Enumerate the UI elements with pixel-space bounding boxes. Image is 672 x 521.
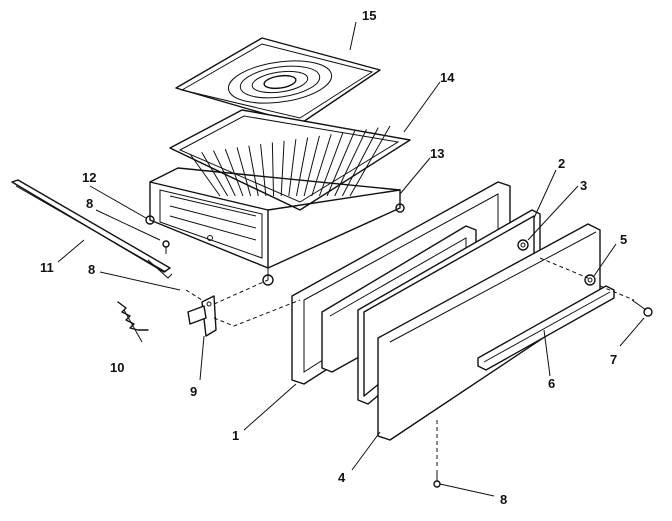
grid-bar bbox=[201, 152, 229, 197]
grid-bar bbox=[349, 125, 391, 197]
part-15-pan bbox=[175, 37, 381, 125]
part-13-drawer-box bbox=[145, 167, 405, 286]
callout-6: 6 bbox=[548, 376, 555, 391]
part-3-screw bbox=[517, 239, 529, 251]
grid-bar bbox=[288, 139, 297, 197]
grid-bar bbox=[295, 137, 309, 197]
callout-9: 9 bbox=[190, 384, 197, 399]
grid-bar bbox=[248, 145, 259, 197]
grid-bar bbox=[224, 148, 244, 197]
leader-lines bbox=[57, 21, 645, 497]
grid-bar bbox=[334, 129, 367, 197]
part-11-rail bbox=[11, 179, 173, 279]
part-8-screw-b bbox=[433, 470, 441, 488]
alignment-lines bbox=[185, 257, 635, 468]
grid-bar bbox=[311, 134, 332, 197]
grid-bar bbox=[271, 142, 275, 197]
callout-5: 5 bbox=[620, 232, 627, 247]
part-5-screw bbox=[584, 274, 596, 286]
callout-15: 15 bbox=[362, 8, 376, 23]
grid-bar bbox=[303, 135, 320, 197]
callout-10: 10 bbox=[110, 360, 124, 375]
callout-8a: 8 bbox=[86, 196, 93, 211]
callout-7: 7 bbox=[610, 352, 617, 367]
grid-bar bbox=[213, 150, 236, 197]
callout-8b: 8 bbox=[88, 262, 95, 277]
callout-8c: 8 bbox=[500, 492, 507, 507]
callout-2: 2 bbox=[558, 156, 565, 171]
part-6-handle bbox=[477, 285, 615, 371]
part-7-screw bbox=[631, 299, 653, 317]
callout-12: 12 bbox=[82, 170, 96, 185]
grid-bar bbox=[280, 140, 285, 197]
grid-bar bbox=[318, 132, 344, 197]
grid-bar bbox=[260, 144, 267, 197]
callout-14: 14 bbox=[440, 70, 455, 85]
grid-bar bbox=[189, 153, 221, 197]
grid-bar bbox=[236, 147, 252, 197]
callout-3: 3 bbox=[580, 178, 587, 193]
callout-11: 11 bbox=[40, 260, 54, 275]
grid-bar bbox=[326, 130, 356, 197]
part-9-bracket bbox=[187, 295, 217, 337]
part-14-grid bbox=[169, 109, 411, 211]
callout-1: 1 bbox=[232, 428, 239, 443]
part-8-screw-a bbox=[162, 240, 170, 254]
callout-4: 4 bbox=[338, 470, 346, 485]
callout-13: 13 bbox=[430, 146, 444, 161]
